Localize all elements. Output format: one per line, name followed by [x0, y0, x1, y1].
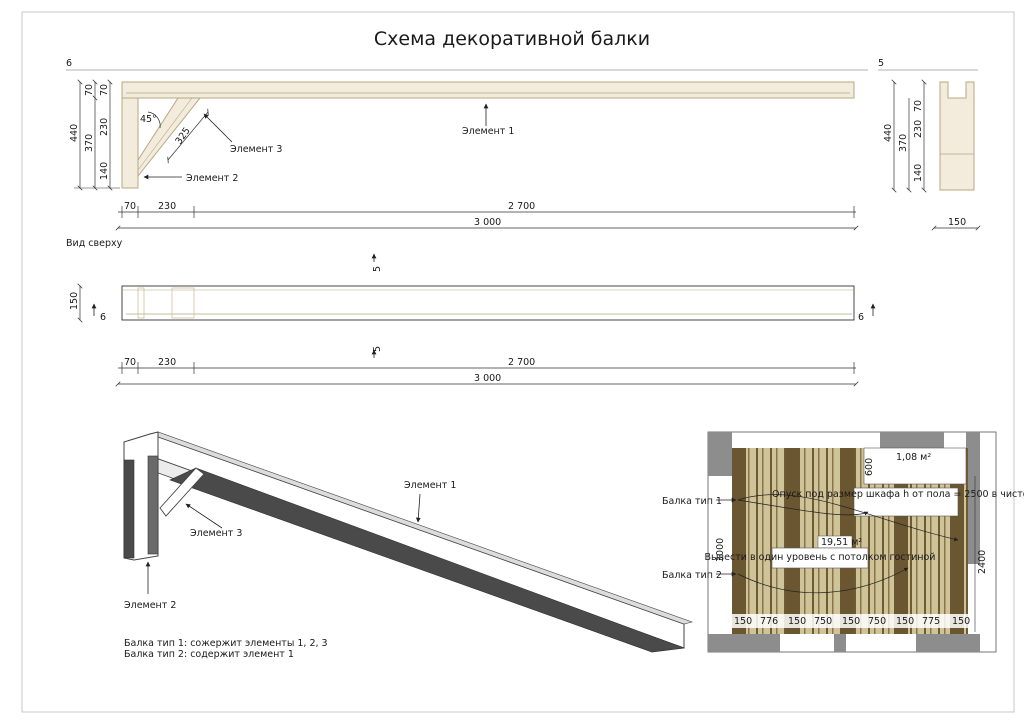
dim-440: 440	[69, 124, 80, 142]
front-element1-label: Элемент 1	[462, 126, 514, 137]
top-dim-3000: 3 000	[474, 373, 501, 384]
side-view: 5 440 370 70 230 140 150	[878, 58, 981, 231]
front-view: 6 45° 325 Элемент 1 Элемент 3 Элемент 2 …	[66, 58, 868, 231]
dim-70-a: 70	[84, 84, 95, 96]
side-dim-230: 230	[913, 120, 924, 138]
brace-length: 325	[173, 126, 192, 147]
iso-post-dark	[123, 459, 135, 559]
side-profile	[939, 81, 975, 191]
plan-dim-6: 150	[896, 616, 914, 627]
plan-dim-8: 150	[952, 616, 970, 627]
side-dim-150: 150	[948, 217, 966, 228]
plan-beam-type2: Балка тип 2	[662, 570, 722, 581]
front-dim-3000: 3 000	[474, 217, 501, 228]
side-dim-70: 70	[913, 100, 924, 112]
plan-note-cabinet: Опуск под размер шкафа h от пола = 2500 …	[772, 489, 1024, 500]
top-dim-2700: 2 700	[508, 357, 535, 368]
iso-element2-label: Элемент 2	[124, 600, 176, 611]
front-dim-2700: 2 700	[508, 201, 535, 212]
angle-label: 45°	[140, 114, 157, 125]
plan-dim-7: 775	[922, 616, 940, 627]
top-dim-70: 70	[124, 357, 136, 368]
plan-dim-2400: 2400	[977, 550, 988, 574]
element2-post	[121, 97, 139, 189]
side-dim-370: 370	[898, 134, 909, 152]
plan-dim-3000: 3000	[715, 538, 726, 562]
top-marker6-right: 6	[858, 312, 864, 323]
top-marker5-lower: 5	[372, 346, 383, 352]
front-element3-label: Элемент 3	[230, 144, 282, 155]
dim-230: 230	[99, 118, 110, 136]
front-dim-230: 230	[158, 201, 176, 212]
plan-note-level: Вывести в один уровень с потолком гостин…	[705, 552, 936, 563]
plan-dim-5: 750	[868, 616, 886, 627]
top-view-beam	[121, 285, 855, 321]
top-marker6-left: 6	[100, 312, 106, 323]
iso-brace	[159, 467, 205, 517]
dim-140: 140	[99, 162, 110, 180]
side-dim-440: 440	[883, 124, 894, 142]
top-view-label: Вид сверху	[66, 238, 123, 249]
element1-beam	[121, 81, 855, 99]
dim-370: 370	[84, 134, 95, 152]
front-element2-label: Элемент 2	[186, 173, 238, 184]
top-marker5-upper: 5	[372, 266, 383, 272]
iso-view: Элемент 1 Элемент 3 Элемент 2 Балка тип …	[123, 431, 694, 660]
side-dim-140: 140	[913, 164, 924, 182]
plan-dim-1: 776	[760, 616, 778, 627]
svg-text:Опуск под размер шкафа h от по: Опуск под размер шкафа h от пола = 2500 …	[772, 489, 1024, 500]
plan-area-main: 19,51 м²	[821, 537, 862, 548]
top-dim-150: 150	[69, 292, 80, 310]
plan-bottom-dims: 150 776 150 750 150 750 150 775 150	[734, 616, 970, 627]
sheet-frame	[21, 11, 1015, 713]
plan-dim-3: 750	[814, 616, 832, 627]
plan-view: 1,08 м² 600 Опуск под размер шкафа h от …	[662, 431, 1024, 653]
section-mark-5: 5	[878, 58, 884, 69]
front-dim-70: 70	[124, 201, 136, 212]
iso-element3-label: Элемент 3	[190, 528, 242, 539]
element3-brace	[137, 97, 202, 178]
plan-dim-0: 150	[734, 616, 752, 627]
iso-note2: Балка тип 2: содержит элемент 1	[124, 649, 294, 660]
section-mark-6: 6	[66, 58, 72, 69]
drawing-title: Схема декоративной балки	[373, 28, 651, 50]
plan-dim-2: 150	[788, 616, 806, 627]
top-dim-230: 230	[158, 357, 176, 368]
iso-beam-underside	[169, 467, 685, 653]
plan-dim-4: 150	[842, 616, 860, 627]
iso-element1-label: Элемент 1	[404, 480, 456, 491]
top-view: Вид сверху 5 150 6 6 5 70 230 2 700	[66, 238, 876, 387]
iso-note1: Балка тип 1: сожержит элементы 1, 2, 3	[124, 638, 328, 649]
dim-70-b: 70	[99, 84, 110, 96]
plan-beam-type1: Балка тип 1	[662, 496, 722, 507]
plan-dim-600: 600	[864, 458, 875, 476]
plan-area-small: 1,08 м²	[896, 452, 931, 463]
